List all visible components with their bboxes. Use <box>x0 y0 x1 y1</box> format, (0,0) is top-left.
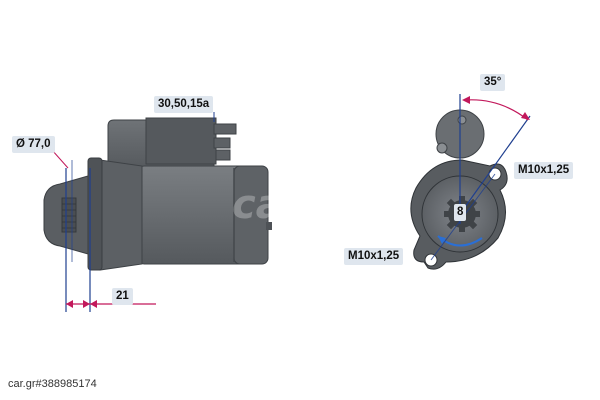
side-view <box>43 112 272 312</box>
angle-label: 35° <box>480 74 506 91</box>
solenoid-terminal-stud <box>213 137 231 149</box>
angled-axis-line <box>459 115 531 215</box>
logo-watermark: car.gr <box>232 182 363 228</box>
pinion <box>61 197 77 233</box>
thread-label-upper: M10x1,25 <box>514 162 574 179</box>
listing-id-watermark: car.gr#388985174 <box>8 378 97 390</box>
drive-housing <box>99 159 143 271</box>
solenoid-terminal-block <box>145 117 217 165</box>
front-view <box>410 94 531 270</box>
terminal-label: 30,50,15a <box>154 96 214 113</box>
thread-label-lower: M10x1,25 <box>344 248 404 265</box>
teeth-count-label: 8 <box>454 204 467 221</box>
diameter-label: Ø 77,0 <box>12 136 55 153</box>
solenoid-terminal-stud <box>213 123 237 135</box>
offset-label: 21 <box>112 288 133 305</box>
diameter-leader <box>51 149 69 169</box>
solenoid-terminal-stud <box>215 149 231 161</box>
